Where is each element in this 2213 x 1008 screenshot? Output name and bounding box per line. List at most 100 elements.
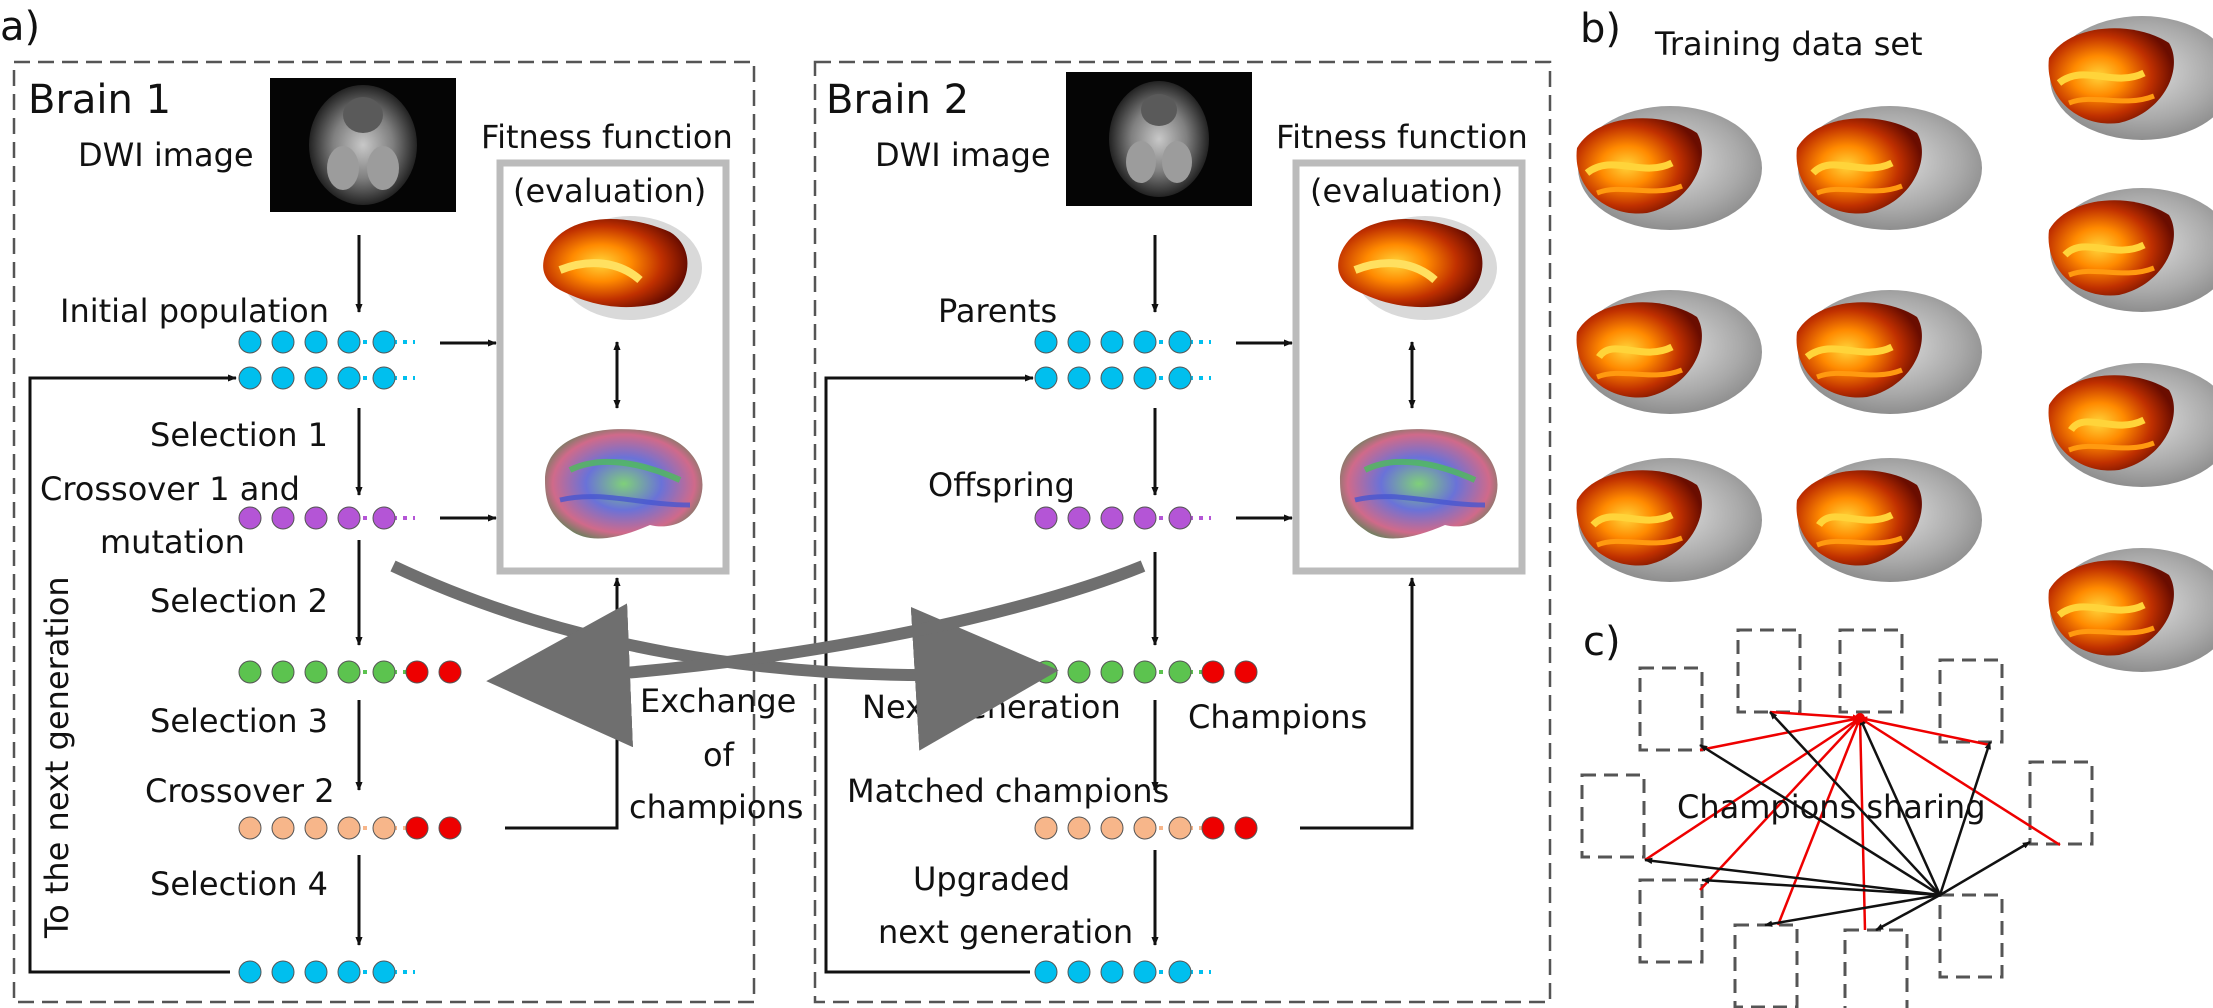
share-edge-red [1644, 716, 1861, 862]
share-edge-red [1769, 710, 1861, 721]
individual-dot [1034, 506, 1058, 530]
individual-dot [372, 506, 396, 530]
share-hub [1855, 713, 1865, 723]
training-brain [2048, 363, 2213, 487]
champion-dot [438, 660, 462, 684]
b1-selection2-label: Selection 2 [150, 582, 328, 620]
dot-row [1034, 660, 1258, 684]
individual-dot [337, 960, 361, 984]
brain-node [1638, 878, 1704, 964]
brain1-fitness-box [496, 159, 730, 575]
individual-dot [337, 366, 361, 390]
individual-dot [238, 366, 262, 390]
individual-dot [337, 660, 361, 684]
individual-dot [1067, 816, 1091, 840]
individual-dot [337, 330, 361, 354]
training-brain [2048, 548, 2213, 672]
brain2-fitness-sub: (evaluation) [1310, 172, 1503, 210]
b1-crossover1-label: Crossover 1 and [40, 470, 300, 508]
share-edge-red [1776, 717, 1862, 926]
individual-dot [1034, 366, 1058, 390]
brain2-dti-render [1340, 429, 1498, 539]
brain-node [2028, 760, 2094, 846]
brain2-tract-render [1338, 216, 1497, 320]
share-edge-red [1859, 716, 1991, 747]
individual-dot [271, 366, 295, 390]
individual-dot [1133, 506, 1157, 530]
individual-dot [337, 816, 361, 840]
individual-dot [238, 660, 262, 684]
brain1-fitness-title: Fitness function [481, 118, 733, 156]
brain1-dti-render [545, 429, 703, 539]
b1-selection4-label: Selection 4 [150, 865, 328, 903]
dot-row [1034, 816, 1258, 840]
b1-selection1-label: Selection 1 [150, 416, 328, 454]
b1-mutation-label: mutation [100, 523, 245, 561]
individual-dot [304, 366, 328, 390]
dot-row [1034, 506, 1211, 530]
share-edge-black [1644, 857, 1941, 897]
individual-dot [1133, 660, 1157, 684]
individual-dot [372, 366, 396, 390]
champions-sharing-network [1580, 628, 2094, 1008]
individual-dot [271, 330, 295, 354]
individual-dot [372, 816, 396, 840]
individual-dot [1133, 330, 1157, 354]
panel-c-label: c) [1583, 619, 1621, 665]
exchange-label-1: Exchange [640, 682, 796, 720]
champion-dot [1201, 816, 1225, 840]
brain2-title: Brain 2 [826, 77, 969, 123]
training-brain [2048, 16, 2213, 140]
brain1-tract-render [543, 216, 702, 320]
individual-dot [1067, 330, 1091, 354]
brain1-dwi-label: DWI image [78, 136, 254, 174]
individual-dot [337, 506, 361, 530]
individual-dot [304, 660, 328, 684]
individual-dot [238, 816, 262, 840]
individual-dot [1067, 660, 1091, 684]
brain1-fitness-sub: (evaluation) [513, 172, 706, 210]
share-edge-black [1858, 717, 1942, 896]
individual-dot [1034, 660, 1058, 684]
brain-node [1736, 628, 1802, 714]
individual-dot [372, 660, 396, 684]
brain2-dwi-label: DWI image [875, 136, 1051, 174]
champion-dot [1201, 660, 1225, 684]
b2-next-generation-label: Next generation [862, 688, 1121, 726]
individual-dot [1168, 506, 1192, 530]
b2-offspring-label: Offspring [928, 466, 1075, 504]
brain-node [1938, 893, 2004, 979]
individual-dot [1168, 330, 1192, 354]
share-edge-black [1699, 743, 1941, 897]
share-edge-black [1764, 893, 1941, 927]
individual-dot [372, 330, 396, 354]
champion-dot [405, 816, 429, 840]
individual-dot [1168, 660, 1192, 684]
brain1-frame [12, 60, 756, 1004]
training-brain [1796, 290, 1982, 414]
individual-dot [238, 960, 262, 984]
share-edge-red [1699, 716, 1861, 752]
individual-dot [1100, 960, 1124, 984]
individual-dot [1034, 330, 1058, 354]
b1-crossover2-label: Crossover 2 [145, 772, 335, 810]
individual-dot [1168, 816, 1192, 840]
brain2-fitness-box [1292, 159, 1526, 575]
dot-row [238, 816, 462, 840]
individual-dot [304, 506, 328, 530]
share-edge-black [1769, 711, 1941, 896]
individual-dot [238, 506, 262, 530]
share-edge-black [1701, 877, 1941, 897]
individual-dot [1067, 506, 1091, 530]
individual-dot [1133, 366, 1157, 390]
champion-dot [1234, 816, 1258, 840]
b2-upgraded-next-label: next generation [878, 913, 1133, 951]
exchange-arrow-b1-to-b2 [390, 560, 1059, 751]
panel-a-label: a) [0, 4, 40, 50]
brain-node [1638, 666, 1704, 752]
individual-dot [304, 816, 328, 840]
panel-b-label: b) [1580, 6, 1621, 52]
individual-dot [1100, 330, 1124, 354]
brain-node [1838, 628, 1904, 714]
individual-dot [1133, 816, 1157, 840]
